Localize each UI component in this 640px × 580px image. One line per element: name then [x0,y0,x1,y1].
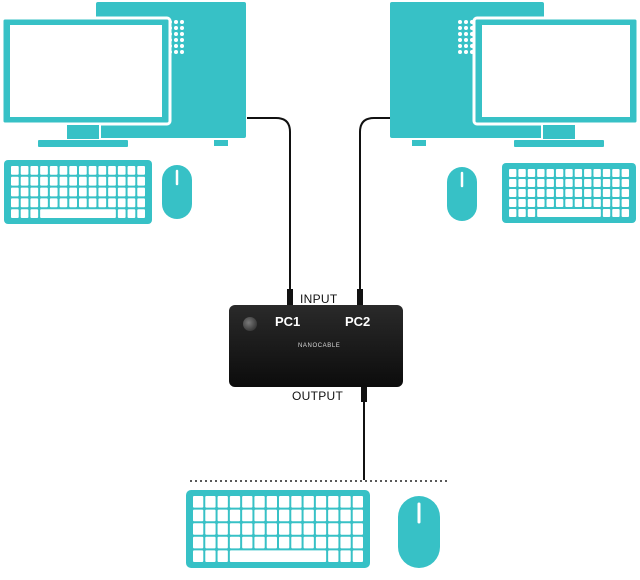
switch-button [243,317,257,331]
cable-pc2 [359,117,390,290]
left-computer-icon [0,2,246,147]
output-label: OUTPUT [292,389,344,403]
cables [247,117,390,480]
output-connector [361,386,367,402]
right-keyboard-icon [502,163,636,223]
input-label: INPUT [300,292,338,306]
right-mouse-icon [447,167,477,221]
brand-logo-text: NANOCABLE [298,343,341,349]
port-pc1-label: PC1 [275,314,301,329]
port-pc2-label: PC2 [345,314,371,329]
left-mouse-icon [162,165,192,219]
pc2-connector [357,289,363,307]
kvm-switch-box [229,305,403,387]
cable-pc1 [247,117,291,290]
right-computer-icon [390,2,640,147]
pc1-connector [287,289,293,307]
output-mouse-icon [398,496,440,568]
left-keyboard-icon [4,160,152,224]
output-keyboard-icon [186,490,370,568]
